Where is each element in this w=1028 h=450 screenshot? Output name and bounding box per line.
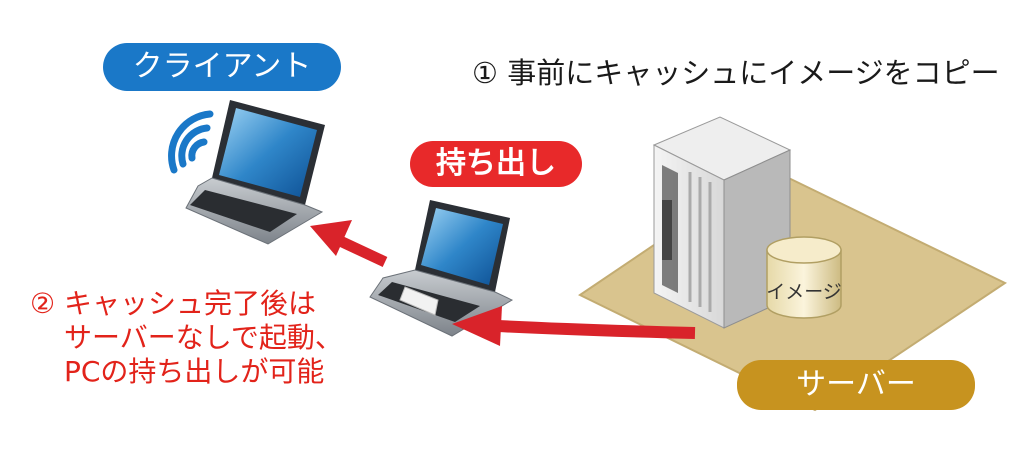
- server-label: サーバー: [737, 360, 975, 410]
- server-tower-icon: [652, 116, 792, 329]
- step-2-line-2: サーバーなしで起動、: [64, 321, 343, 355]
- step-1-text: ① 事前にキャッシュにイメージをコピー: [472, 56, 1000, 90]
- carry-out-label: 持ち出し: [410, 141, 582, 187]
- step-2-text: ② キャッシュ完了後は サーバーなしで起動、 PCの持ち出しが可能: [30, 287, 343, 389]
- database-icon: イメージ: [766, 236, 842, 319]
- client-label: クライアント: [103, 43, 341, 91]
- step-2-line-1: ② キャッシュ完了後は: [30, 287, 317, 320]
- arrow-icon: [310, 220, 388, 267]
- wifi-icon: [168, 110, 214, 174]
- arrow-icon: [452, 306, 696, 346]
- step-2-line-3: PCの持ち出しが可能: [64, 355, 325, 389]
- image-disk-label: イメージ: [766, 281, 842, 303]
- laptop-icon: [369, 200, 514, 337]
- laptop-icon: [185, 100, 325, 245]
